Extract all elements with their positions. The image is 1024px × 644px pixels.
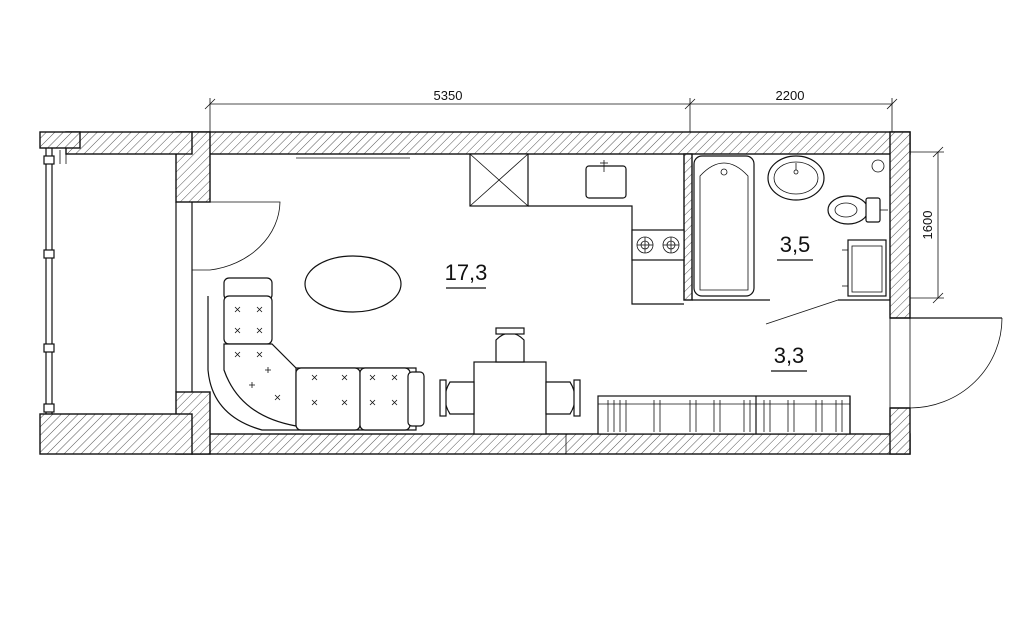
area-label-living: 17,3 <box>445 260 488 289</box>
dining-table <box>439 327 581 435</box>
wall-top <box>191 131 911 155</box>
kitchen-counter <box>528 160 685 305</box>
area-label-hallway: 3,3 <box>771 343 807 372</box>
area-living-value: 17,3 <box>445 260 488 285</box>
washbasin <box>767 155 825 201</box>
area-hallway-value: 3,3 <box>774 343 805 368</box>
balcony-wall-top <box>65 131 193 155</box>
dimension-bath-length-label: 2200 <box>776 88 805 103</box>
wall-right-lower <box>889 407 911 455</box>
wardrobe <box>597 395 851 435</box>
bathtub <box>693 155 755 297</box>
toilet <box>827 195 888 225</box>
dimension-bath-width-label: 1600 <box>920 211 935 240</box>
drain-icon <box>871 159 885 173</box>
dimension-bath-width: 1600 <box>910 146 944 304</box>
sink <box>585 165 627 199</box>
dimension-main: 5350 <box>204 88 696 152</box>
balcony-wall-bottom <box>39 413 193 455</box>
area-bathroom-value: 3,5 <box>780 232 811 257</box>
wall-bottom <box>191 433 911 455</box>
balcony <box>43 148 67 414</box>
bath-door-leaf <box>765 299 839 325</box>
walls <box>39 131 911 455</box>
wall-right-upper <box>889 131 911 319</box>
area-label-bathroom: 3,5 <box>777 232 813 261</box>
corner-sofa <box>207 277 425 431</box>
entrance-door <box>889 317 1003 409</box>
washing-machine <box>842 239 887 297</box>
oval-rug <box>304 255 402 313</box>
balcony-wall-top-step <box>39 131 81 149</box>
dimension-main-label: 5350 <box>434 88 463 103</box>
balcony-door <box>175 201 281 393</box>
bath-partition <box>683 153 693 301</box>
vent-shaft <box>469 153 529 207</box>
